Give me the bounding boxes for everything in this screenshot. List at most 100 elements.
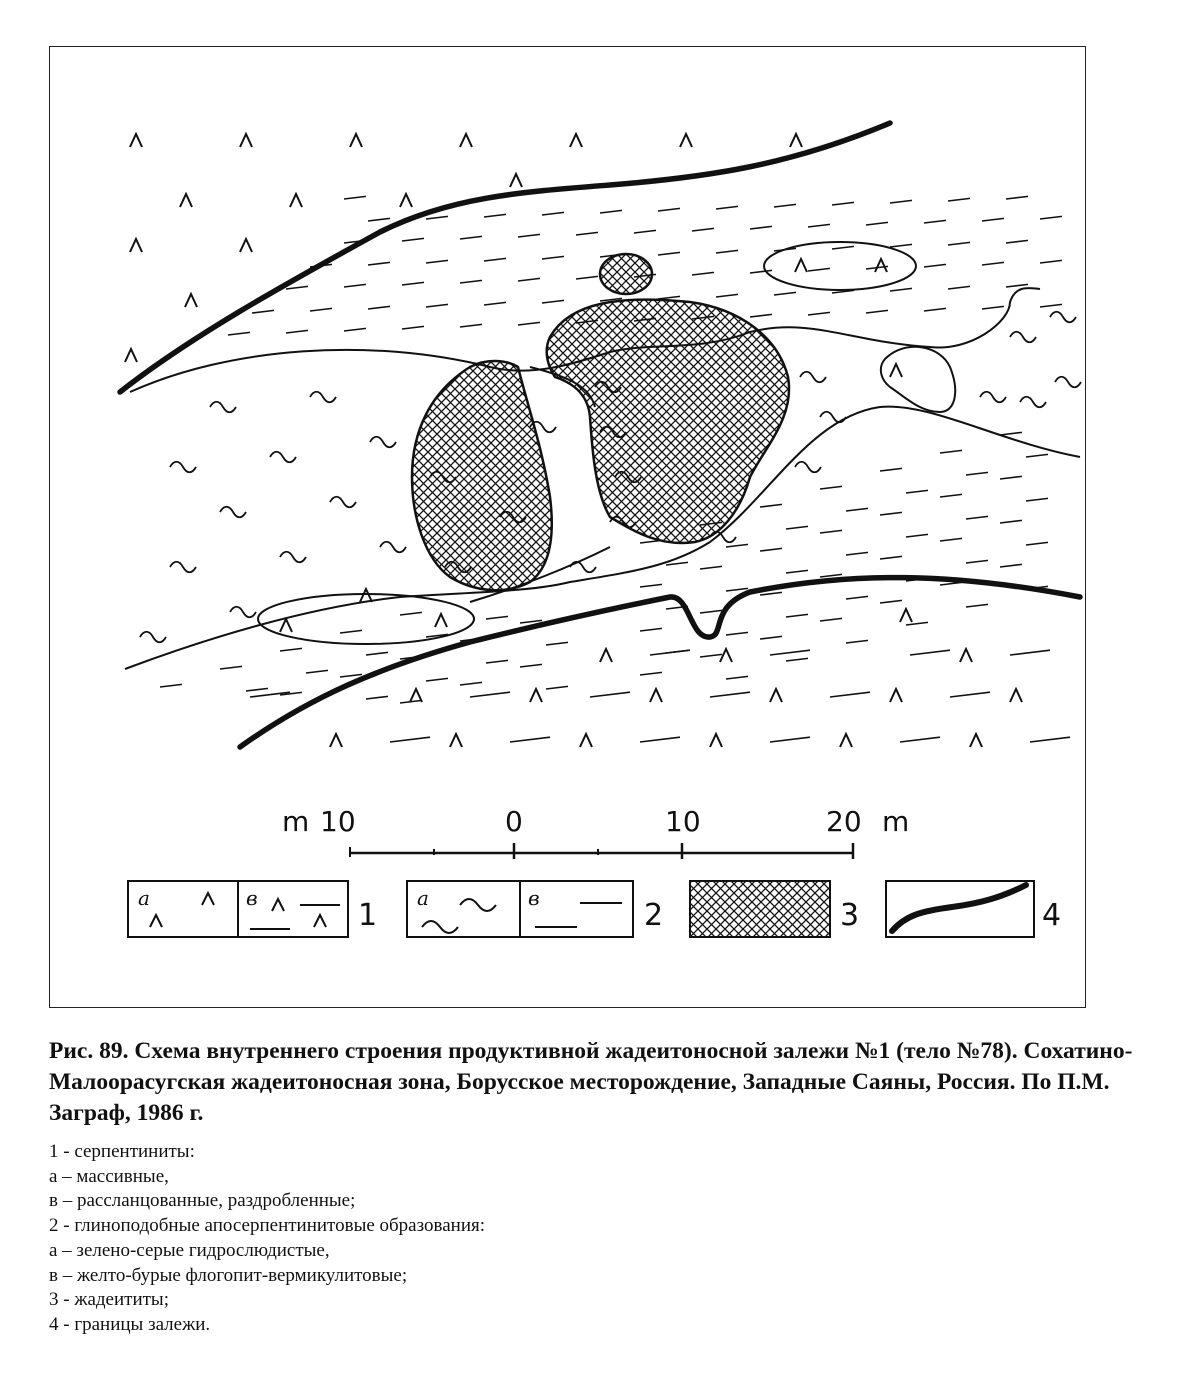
serpentinite-symbol [959, 646, 973, 663]
foliation-dash [633, 229, 657, 234]
wavy-symbol [819, 410, 847, 424]
foliation-dash [905, 621, 929, 626]
foliation-dash [699, 653, 723, 658]
foliation-dash [725, 587, 749, 592]
foliation-dash [519, 663, 543, 668]
foliation-dash [519, 619, 543, 624]
foliation-dash [699, 609, 723, 614]
serpentinite-symbol [279, 616, 293, 633]
foliation-dash [899, 736, 941, 743]
foliation-dash [541, 299, 565, 304]
foliation-dash [1005, 283, 1029, 288]
foliation-dash [879, 599, 903, 604]
wavy-symbol [979, 390, 1007, 404]
foliation-dash [365, 695, 389, 700]
foliation-dash [691, 227, 715, 232]
foliation-dash [339, 629, 363, 634]
wavy-symbol [379, 540, 407, 554]
scale-bar: m 10 0 10 20 m [282, 805, 909, 859]
scale-tick-label: 20 [826, 805, 862, 838]
foliation-dash [829, 691, 871, 698]
foliation-dash [865, 221, 889, 226]
foliation-dash [365, 651, 389, 656]
foliation-dash [343, 283, 367, 288]
foliation-dash [909, 649, 951, 656]
foliation-dash [749, 313, 773, 318]
foliation-dash [923, 263, 947, 268]
foliation-dash [785, 657, 809, 662]
serpentinite-symbol [889, 686, 903, 703]
foliation-dash [965, 515, 989, 520]
legend: а в 1 а в 2 3 [127, 880, 1061, 938]
serpentinite-symbol [789, 131, 803, 148]
foliation-dash [1009, 649, 1051, 656]
wavy-symbol [229, 605, 257, 619]
legend-sub-a: а [138, 886, 150, 910]
foliation-dash [923, 307, 947, 312]
foliation-dash [759, 591, 783, 596]
serpentinite-foliated-lower [249, 361, 1071, 748]
foliation-dash [509, 736, 551, 743]
foliation-dash [715, 249, 739, 254]
foliation-dash [905, 533, 929, 538]
jadeitite-bodies [410, 252, 791, 592]
foliation-dash [879, 467, 903, 472]
foliation-dash [819, 617, 843, 622]
foliation-dash [889, 287, 913, 292]
foliation-dash [389, 736, 431, 743]
foliation-dash [367, 217, 391, 222]
foliation-dash [599, 297, 623, 302]
foliation-dash [657, 295, 681, 300]
foliation-dash [245, 687, 269, 692]
foliation-dash [459, 235, 483, 240]
foliation-dash [1025, 541, 1049, 546]
serpentinite-symbol [649, 686, 663, 703]
serpentinite-lens-lower [257, 593, 475, 645]
legend-item-boundaries: 4 [885, 880, 1061, 938]
note-line: 4 - границы залежи. [49, 1313, 211, 1335]
foliation-dash [699, 565, 723, 570]
foliation-dash [785, 613, 809, 618]
serpentinite-symbol [179, 191, 193, 208]
deposit-boundary-upper [117, 120, 893, 395]
foliation-dash [227, 331, 251, 336]
foliation-dash [485, 659, 509, 664]
foliation-dash [285, 329, 309, 334]
foliation-dash [483, 301, 507, 306]
foliation-dash [401, 281, 425, 286]
foliation-dash [769, 736, 811, 743]
foliation-dash [517, 277, 541, 282]
foliation-dash [725, 631, 749, 636]
serpentinite-lens-right [879, 345, 957, 414]
foliation-dash [1005, 195, 1029, 200]
note-line: в – рассланцованные, раздробленные; [49, 1190, 356, 1212]
foliation-dash [459, 681, 483, 686]
serpentinite-symbol [794, 256, 808, 273]
foliation-dash [545, 685, 569, 690]
geological-scheme: m 10 0 10 20 m а в 1 а [49, 46, 1086, 1008]
foliation-dash [947, 197, 971, 202]
serpentinite-symbol [874, 256, 888, 273]
foliation-dash [339, 673, 363, 678]
foliation-dash [459, 279, 483, 284]
note-line: а – массивные, [49, 1165, 169, 1187]
foliation-dash [947, 285, 971, 290]
jadeitite-left [410, 359, 554, 592]
foliation-dash [773, 203, 797, 208]
serpentinite-symbol [889, 361, 903, 378]
foliation-dash [889, 199, 913, 204]
foliation-dash [725, 543, 749, 548]
foliation-dash [819, 573, 843, 578]
serpentinite-symbol [969, 731, 983, 748]
foliation-dash [1025, 497, 1049, 502]
legend-notes: 1 - серпентиниты: а – массивные, в – рас… [49, 1140, 1149, 1338]
wavy-symbol [794, 460, 822, 474]
foliation-dash [1039, 259, 1063, 264]
foliation-dash [425, 633, 449, 638]
foliation-dash [981, 217, 1005, 222]
foliation-dash [309, 307, 333, 312]
note-line: 1 - серпентиниты: [49, 1141, 195, 1162]
foliation-dash [541, 255, 565, 260]
foliation-dash [865, 309, 889, 314]
foliation-dash [769, 649, 811, 656]
